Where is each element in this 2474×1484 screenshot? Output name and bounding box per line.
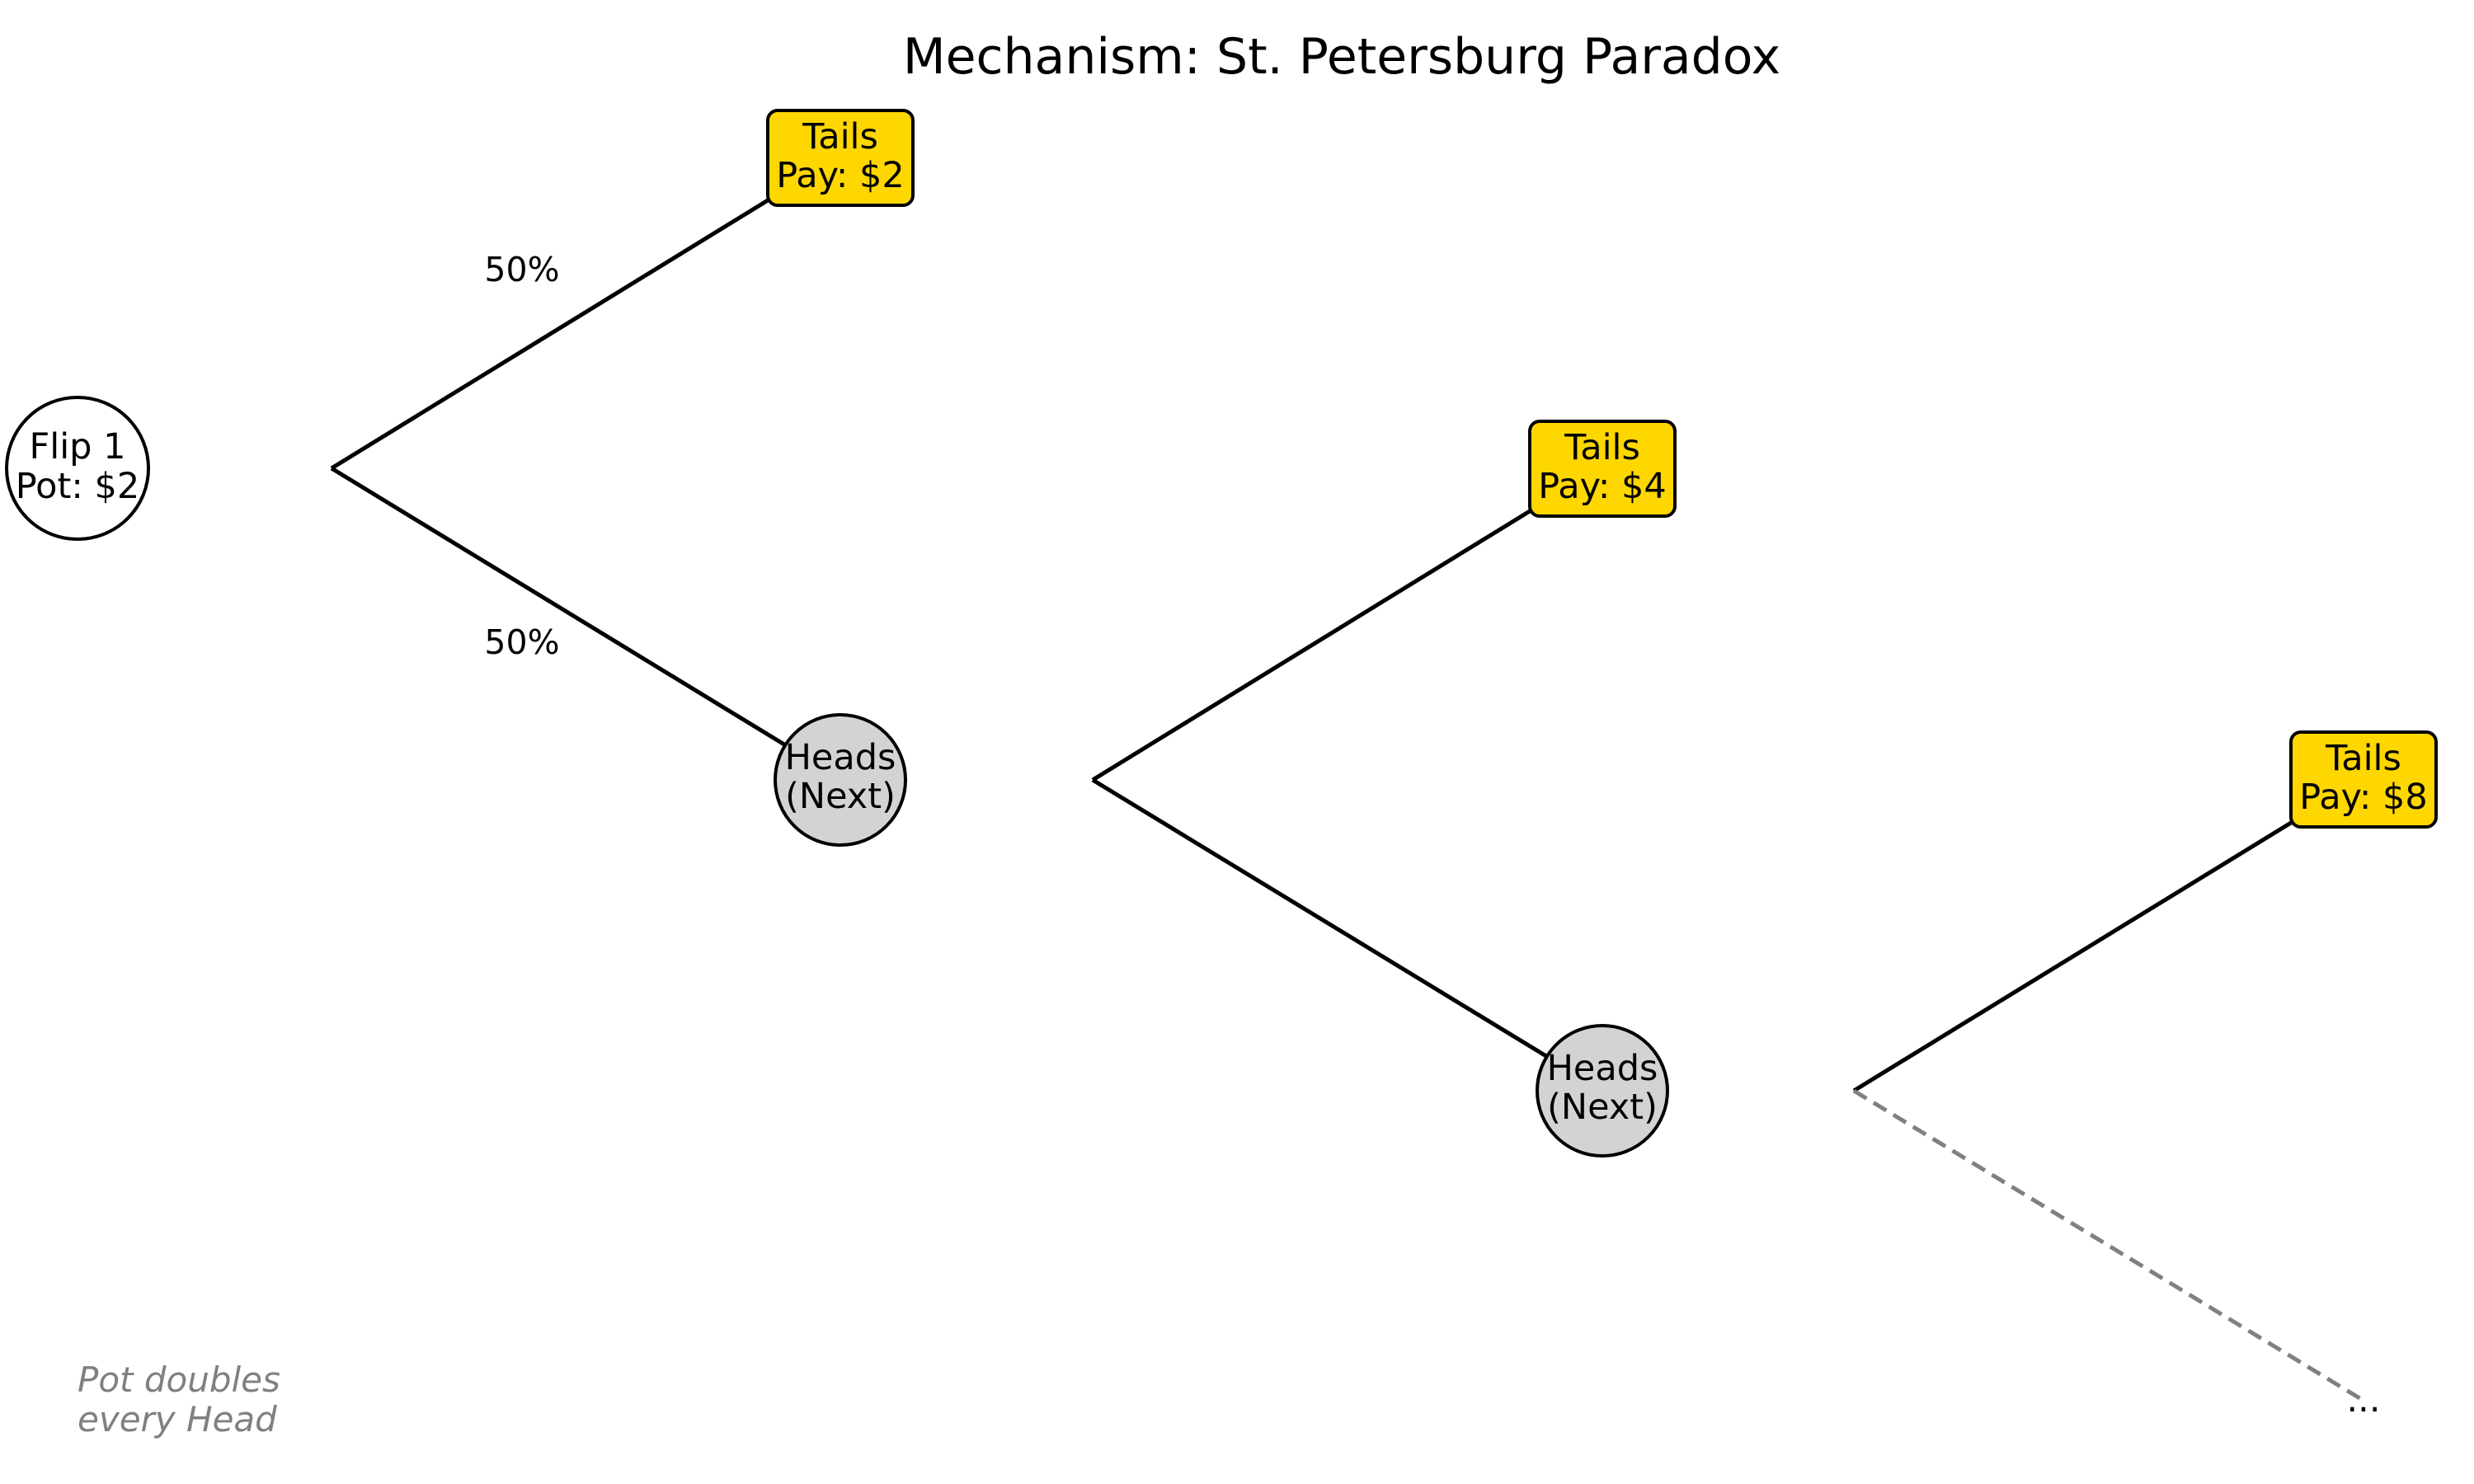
start-node-label: Flip 1 xyxy=(30,426,126,467)
heads-node-label: Heads xyxy=(1547,1048,1658,1089)
payout-outcome: Tails xyxy=(1564,427,1640,468)
heads-node-circle xyxy=(1536,1024,1669,1158)
edge-flip2-heads xyxy=(1091,777,1548,1059)
continuation-ellipsis: ... xyxy=(2346,1379,2380,1421)
payout-amount: Pay: $8 xyxy=(2299,777,2428,818)
heads-node-next: (Next) xyxy=(1547,1087,1658,1128)
start-node-circle xyxy=(5,396,150,541)
payout-amount: Pay: $2 xyxy=(776,155,905,196)
footnote-line-1: Pot doubles xyxy=(78,1360,280,1400)
payout-box xyxy=(2289,730,2438,829)
edge-flip1-heads xyxy=(330,466,786,747)
footnote-line-2: every Head xyxy=(78,1399,277,1439)
payout-node: Tails Pay: $2 xyxy=(766,109,915,207)
probability-label-lower: 50% xyxy=(484,622,559,662)
edge-flip3-continuation xyxy=(1852,1088,2367,1404)
edge-flip2-tails xyxy=(1091,509,1531,782)
payout-amount: Pay: $4 xyxy=(1538,466,1667,507)
payout-node: Tails Pay: $4 xyxy=(1528,420,1677,518)
payout-node: Tails Pay: $8 xyxy=(2289,730,2438,829)
payout-box xyxy=(1528,420,1677,518)
edge-flip1-tails xyxy=(330,198,769,471)
start-node: Flip 1 Pot: $2 xyxy=(5,396,150,541)
payout-outcome: Tails xyxy=(802,116,878,157)
heads-node-circle xyxy=(774,713,907,847)
edge-flip3-tails xyxy=(1852,820,2293,1093)
payout-outcome: Tails xyxy=(2325,738,2401,779)
heads-node-next: (Next) xyxy=(785,776,896,817)
heads-node-label: Heads xyxy=(785,737,896,778)
diagram-title: Mechanism: St. Petersburg Paradox xyxy=(903,28,1780,86)
payout-box xyxy=(766,109,915,207)
heads-node: Heads (Next) xyxy=(1536,1024,1669,1158)
probability-label-upper: 50% xyxy=(484,250,559,289)
start-node-pot: Pot: $2 xyxy=(16,466,139,507)
heads-node: Heads (Next) xyxy=(774,713,907,847)
